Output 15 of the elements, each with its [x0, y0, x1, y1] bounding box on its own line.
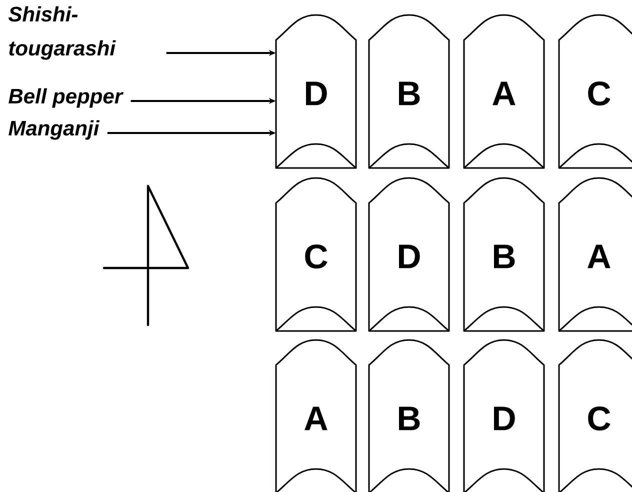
- variety-label: Bell pepper: [8, 88, 124, 108]
- plot-tile: D: [463, 339, 545, 492]
- plot-tile: A: [558, 177, 632, 332]
- plot-tile: A: [463, 14, 545, 169]
- plot-tile: A: [275, 339, 357, 492]
- plot-tile: B: [463, 177, 545, 332]
- plot-tile: C: [558, 14, 632, 169]
- plot-tile: D: [368, 177, 450, 332]
- plot-tile: B: [368, 14, 450, 169]
- plot-tile: C: [275, 177, 357, 332]
- variety-label: Shishi- tougarashi: [8, 6, 116, 60]
- variety-label: Manganji: [8, 120, 100, 140]
- plot-tile: C: [558, 339, 632, 492]
- plot-tile: D: [275, 14, 357, 169]
- plot-tile: B: [368, 339, 450, 492]
